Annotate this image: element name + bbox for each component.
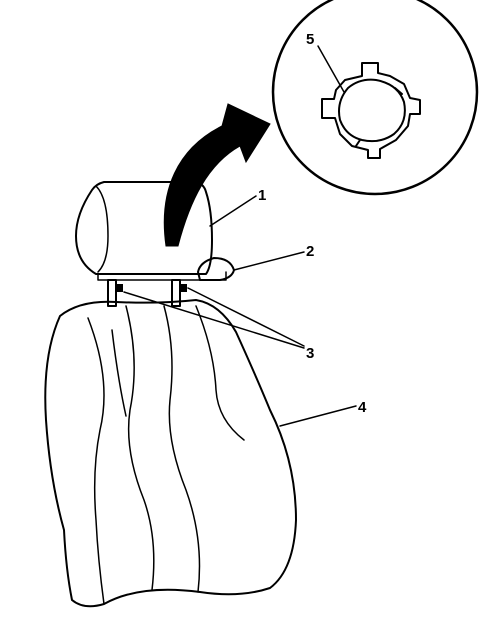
post-collar-right [181,284,187,292]
guide-sleeve-lock [321,62,421,159]
callout-5: 5 [306,31,314,48]
seat-back-fold-2 [125,305,155,591]
callout-3: 3 [306,345,314,362]
seat-back-outline [44,299,297,608]
seat-back-fold-3 [163,305,201,593]
seat-back [44,299,297,608]
detail-circle [271,0,479,196]
curved-arrow-icon [163,103,271,247]
leader-line-3a [123,291,305,349]
leader-lines [123,45,357,427]
headrest-posts [107,279,187,307]
callout-2: 2 [306,243,314,260]
guide-sleeve-notch [355,87,403,147]
callout-4: 4 [358,399,367,416]
leader-line-1 [209,195,257,227]
seat-back-fold-1 [87,317,105,605]
release-button [197,257,235,281]
headrest-bottom-trim [97,271,227,281]
leader-line-3b [187,287,305,347]
headrest [75,181,227,281]
leader-line-5 [317,45,345,93]
seat-back-fold-5 [111,329,127,417]
headrest-post-right [171,279,181,307]
headrest-body [75,181,213,275]
headrest-side-seam [95,185,109,273]
leader-line-2 [233,251,305,271]
leader-line-4 [279,405,357,427]
seat-back-fold-4 [195,305,245,441]
guide-sleeve-inner [338,78,406,143]
callout-1: 1 [258,187,266,204]
post-collar-left [117,284,123,292]
headrest-post-left [107,279,117,307]
detail-inset [271,0,479,196]
